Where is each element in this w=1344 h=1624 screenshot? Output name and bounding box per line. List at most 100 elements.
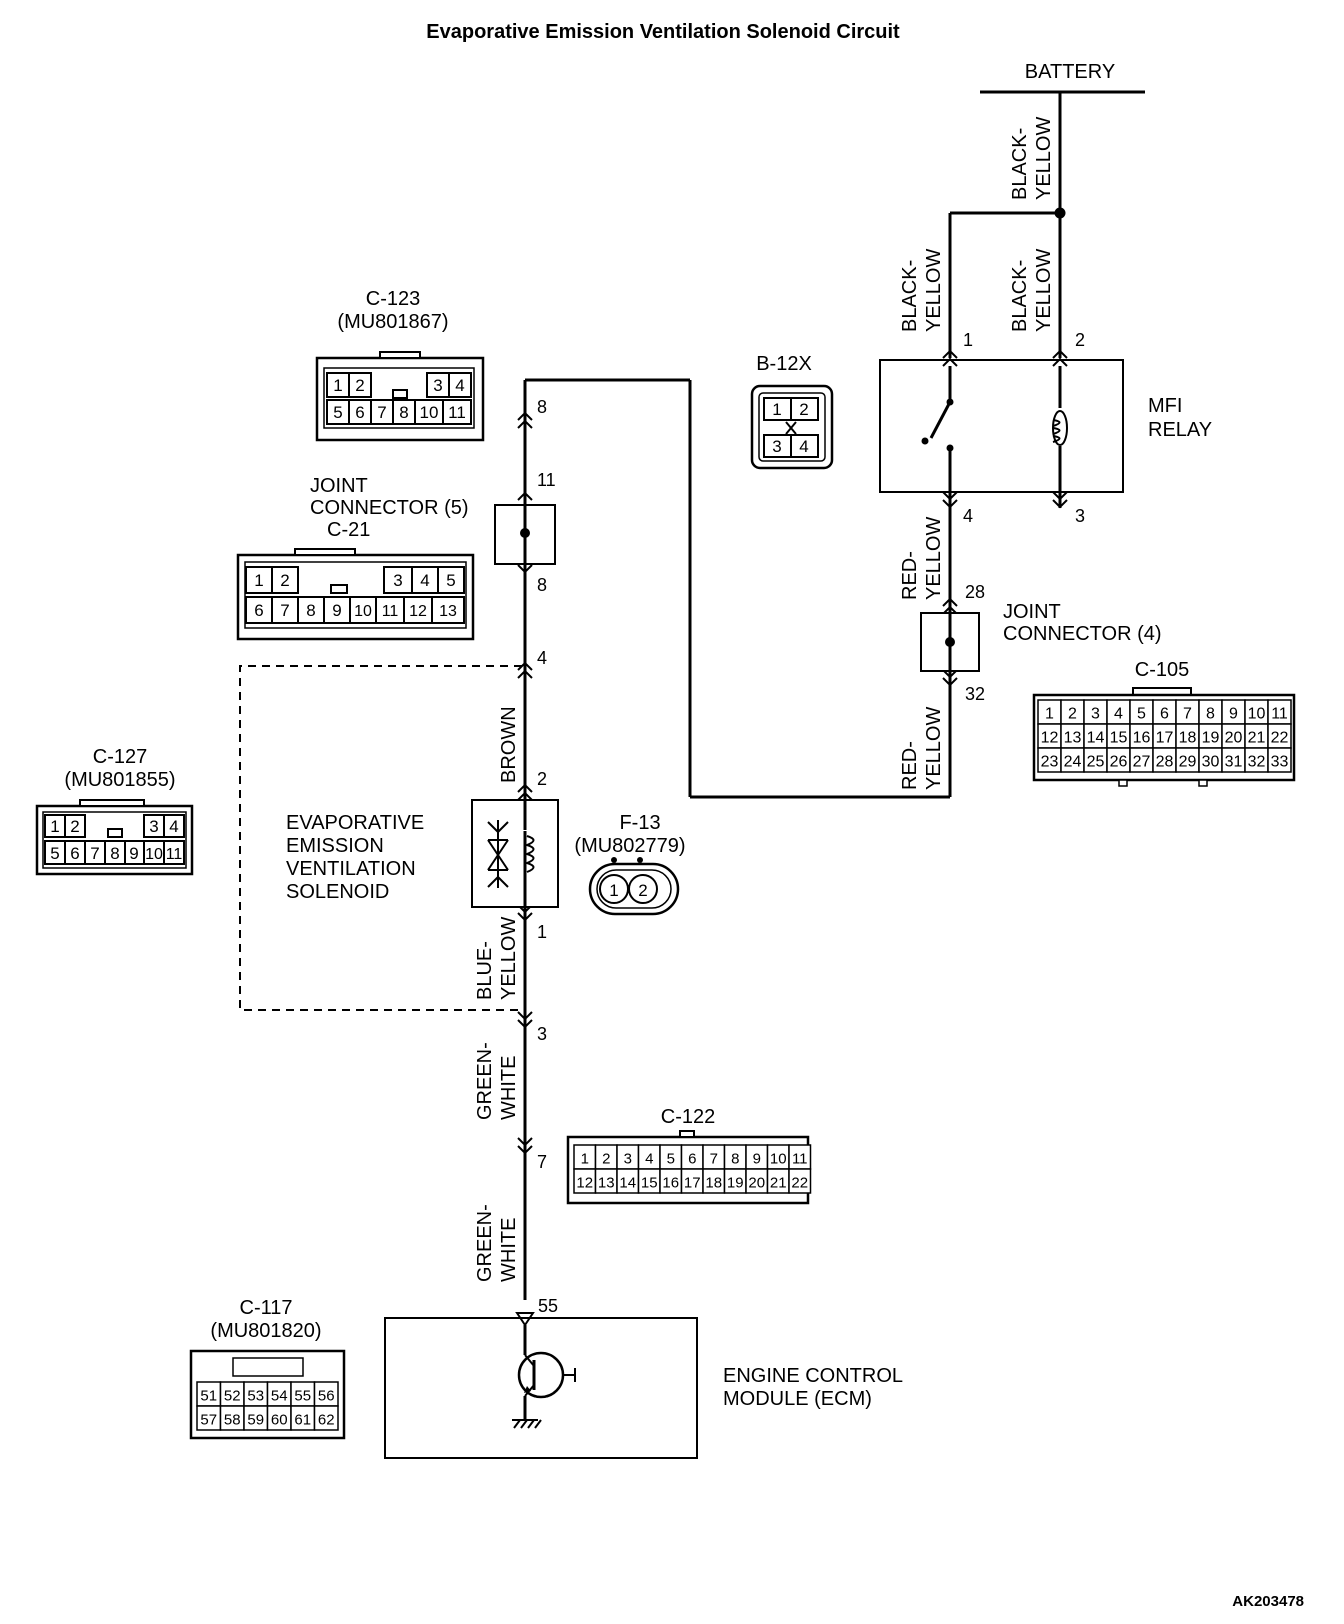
relay-pin-1: 1: [963, 330, 973, 350]
c117-part: (MU801820): [210, 1320, 321, 1342]
connector-pin-label: 20: [1225, 730, 1243, 747]
connector-pin-label: 29: [1179, 754, 1197, 771]
connector-cell: [1267, 747, 1292, 773]
joint4-pin-32: 32: [965, 684, 985, 704]
connector-pin-label: 19: [1202, 730, 1220, 747]
connector-pin-label: 24: [1064, 754, 1082, 771]
ecm-label: ENGINE CONTROL: [723, 1365, 903, 1387]
connector-pin-label: 13: [598, 1175, 615, 1192]
c122-code: C-122: [661, 1106, 715, 1128]
joint-connector-5-label: JOINT: [310, 475, 368, 497]
connector-c21: 1 2 3 4 5 6 7 8 9 10 11 12 13: [236, 548, 475, 641]
relay-pin-3: 3: [1075, 506, 1085, 526]
svg-text:9: 9: [332, 601, 341, 620]
connector-pin-label: 9: [1229, 706, 1238, 723]
joint5-pin-8: 8: [537, 575, 547, 595]
connector-pin-label: 10: [1248, 706, 1266, 723]
connector-pin-label: 10: [770, 1151, 787, 1168]
connector-pin-label: 17: [1156, 730, 1174, 747]
connector-pin-label: 22: [791, 1175, 808, 1192]
c21-code: C-21: [327, 519, 370, 541]
solenoid-pin-2: 2: [537, 769, 547, 789]
ecm-pin-55: 55: [538, 1296, 558, 1316]
connector-f13: F-13 (MU802779) 1 2: [574, 812, 686, 916]
svg-text:6: 6: [70, 844, 79, 863]
svg-text:3: 3: [149, 817, 158, 836]
connector-pin-label: 14: [1087, 730, 1105, 747]
svg-text:WHITE: WHITE: [498, 1218, 520, 1282]
relay-pin-4: 4: [963, 506, 973, 526]
joint-connector-4-label: JOINT: [1003, 601, 1061, 623]
relay-pin-2: 2: [1075, 330, 1085, 350]
joint-connector-4-label-2: CONNECTOR (4): [1003, 623, 1162, 645]
svg-text:BLACK-: BLACK-: [1009, 128, 1031, 200]
connector-pin-label: 61: [294, 1412, 311, 1429]
c123-code: C-123: [366, 288, 420, 310]
connector-c123: C-123 (MU801867) 1 2 3 4 5 6 7 8 10 11: [315, 288, 485, 442]
svg-text:2: 2: [355, 376, 364, 395]
svg-text:2: 2: [799, 400, 808, 419]
svg-text:10: 10: [354, 603, 372, 620]
ecm: 55 ENGINE CONTROL MODULE (ECM): [384, 1296, 903, 1459]
connector-pin-label: 20: [748, 1175, 765, 1192]
svg-text:1: 1: [609, 881, 618, 900]
connector-pin-label: 30: [1202, 754, 1220, 771]
relay-bottom-terminals: [942, 491, 1068, 509]
connector-pin-label: 31: [1225, 754, 1243, 771]
svg-text:9: 9: [129, 844, 138, 863]
red-yellow-wiring: [525, 378, 958, 799]
connector-pin-label: 57: [200, 1412, 217, 1429]
battery-label: BATTERY: [1025, 61, 1115, 83]
svg-text:RED-: RED-: [899, 551, 921, 600]
svg-text:GREEN-: GREEN-: [474, 1204, 496, 1282]
connector-pin-label: 51: [200, 1388, 217, 1405]
svg-text:YELLOW: YELLOW: [1033, 249, 1055, 332]
connector-pin-label: 27: [1133, 754, 1151, 771]
f13-part: (MU802779): [574, 835, 685, 857]
connector-pin-label: 16: [1133, 730, 1151, 747]
connector-pin-label: 12: [576, 1175, 593, 1192]
svg-text:RED-: RED-: [899, 741, 921, 790]
connector-pin-label: 18: [1179, 730, 1197, 747]
connector-pin-label: 11: [792, 1151, 808, 1168]
svg-text:11: 11: [166, 846, 183, 863]
connector-pin-label: 59: [247, 1412, 264, 1429]
svg-text:5: 5: [50, 844, 59, 863]
wire-label-battery-feed: BLACK- YELLOW: [1009, 117, 1055, 200]
c123-part: (MU801867): [337, 311, 448, 333]
connector-pin-label: 6: [1160, 706, 1169, 723]
connector-pin-label: 19: [727, 1175, 744, 1192]
connector-pin-label: 4: [1114, 706, 1123, 723]
c117-code: C-117: [240, 1297, 293, 1319]
svg-text:10: 10: [420, 403, 439, 422]
connector-pin-label: 3: [624, 1151, 632, 1168]
svg-text:YELLOW: YELLOW: [923, 249, 945, 332]
connector-pin-label: 15: [641, 1175, 658, 1192]
connector-pin-label: 60: [271, 1412, 288, 1429]
svg-text:4: 4: [169, 817, 178, 836]
svg-text:8: 8: [399, 403, 408, 422]
c123-cells: 1 2 3 4 5 6 7 8 10 11: [326, 372, 472, 425]
connector-pin-label: 25: [1087, 754, 1105, 771]
connector-pin-label: 16: [662, 1175, 679, 1192]
dashed-harness-c127: 4 3: [239, 648, 547, 1044]
svg-text:YELLOW: YELLOW: [498, 917, 520, 1000]
evap-ventilation-solenoid: 2 1 EVAPORATIVE EMISSION VENTILATION SOL…: [286, 769, 559, 942]
svg-text:WHITE: WHITE: [498, 1056, 520, 1120]
connector-pin-label: 5: [1137, 706, 1146, 723]
c127-part: (MU801855): [64, 769, 175, 791]
wire-label-blue-yellow: BLUE- YELLOW: [474, 917, 520, 1000]
svg-text:12: 12: [409, 603, 427, 620]
svg-text:13: 13: [439, 603, 457, 620]
svg-text:3: 3: [393, 571, 402, 590]
joint-connector-4: 28 32 JOINT CONNECTOR (4): [920, 582, 1162, 704]
svg-text:8: 8: [110, 844, 119, 863]
svg-text:10: 10: [145, 846, 163, 863]
wire-label-relay-pin1: BLACK- YELLOW: [899, 249, 945, 332]
connector-pin-label: 62: [318, 1412, 335, 1429]
mfi-relay-label: MFI: [1148, 395, 1182, 417]
